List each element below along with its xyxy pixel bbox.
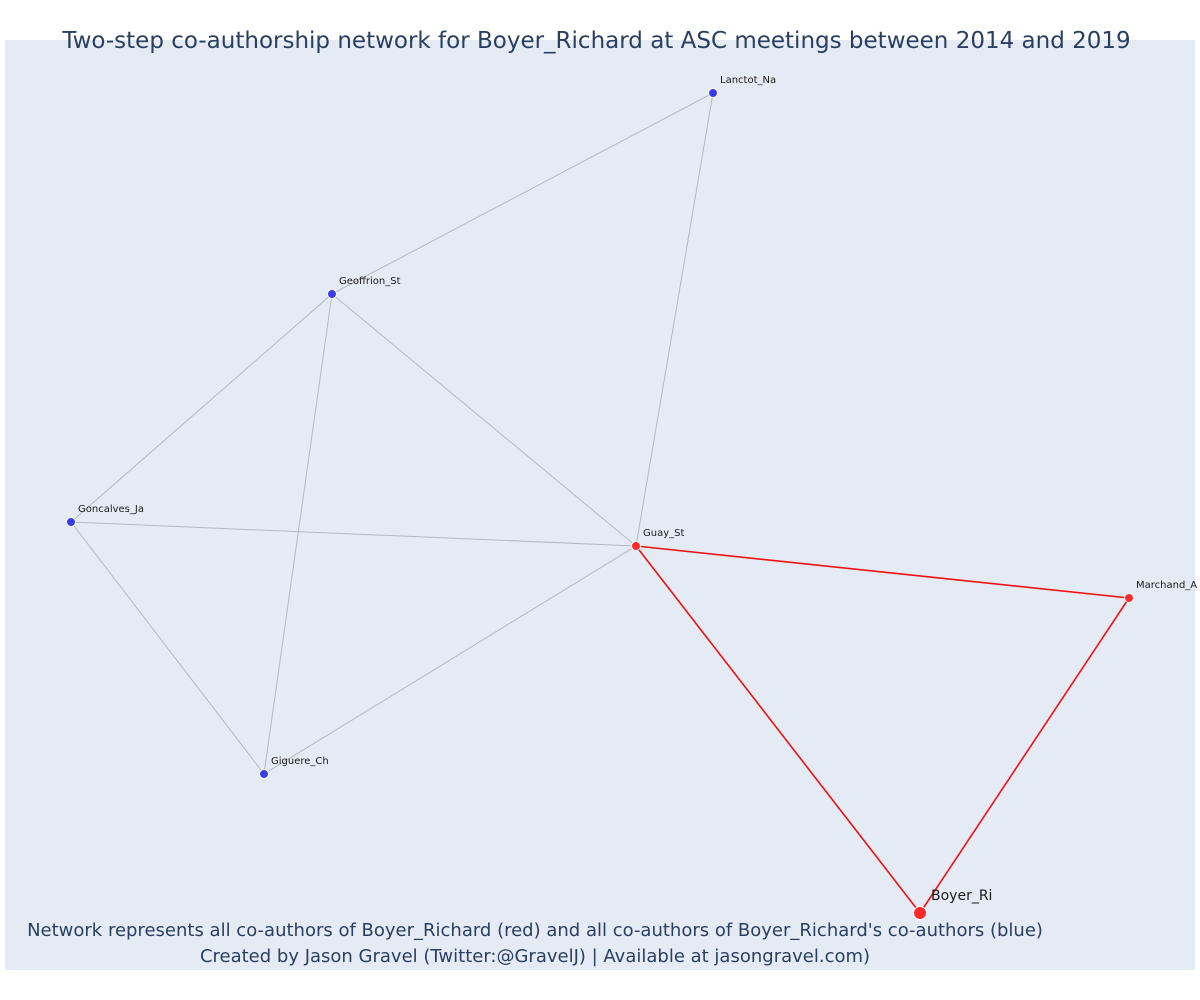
chart-footer: Network represents all co-authors of Boy… xyxy=(0,918,1070,970)
edge-guay-st-marchand-a xyxy=(635,545,1130,599)
edge-guay-st-geoffrion-st xyxy=(331,293,637,547)
edge-boyer-ri-guay-st xyxy=(635,545,921,914)
node-guay-st[interactable] xyxy=(631,541,641,551)
node-boyer-ri[interactable] xyxy=(913,906,927,920)
footer-credit: Created by Jason Gravel (Twitter:@Gravel… xyxy=(199,946,871,967)
node-label-boyer-ri: Boyer_Ri xyxy=(931,888,992,904)
chart-title: Two-step co-authorship network for Boyer… xyxy=(62,28,1131,54)
nodes-layer xyxy=(66,88,1134,920)
edge-guay-st-giguere-ch xyxy=(263,545,637,775)
edge-goncalves-ja-giguere-ch xyxy=(70,521,265,775)
node-geoffrion-st[interactable] xyxy=(327,289,337,299)
node-label-lanctot-na: Lanctot_Na xyxy=(720,75,776,86)
edge-boyer-ri-marchand-a xyxy=(919,597,1130,914)
node-label-giguere-ch: Giguere_Ch xyxy=(271,756,329,767)
node-label-marchand-a: Marchand_A xyxy=(1136,580,1197,591)
node-label-goncalves-ja: Goncalves_Ja xyxy=(78,504,144,515)
node-lanctot-na[interactable] xyxy=(708,88,718,98)
edge-guay-st-goncalves-ja xyxy=(70,521,637,547)
node-marchand-a[interactable] xyxy=(1124,593,1134,603)
node-label-geoffrion-st: Geoffrion_St xyxy=(339,276,401,287)
edge-geoffrion-st-giguere-ch xyxy=(263,293,333,775)
node-goncalves-ja[interactable] xyxy=(66,517,76,527)
edge-geoffrion-st-lanctot-na xyxy=(331,92,714,295)
node-giguere-ch[interactable] xyxy=(259,769,269,779)
node-label-guay-st: Guay_St xyxy=(643,528,684,539)
edges-layer xyxy=(70,92,1130,914)
footer-caption: Network represents all co-authors of Boy… xyxy=(27,920,1043,941)
plot-area xyxy=(5,40,1195,970)
edge-guay-st-lanctot-na xyxy=(635,92,714,547)
edge-geoffrion-st-goncalves-ja xyxy=(70,293,333,523)
